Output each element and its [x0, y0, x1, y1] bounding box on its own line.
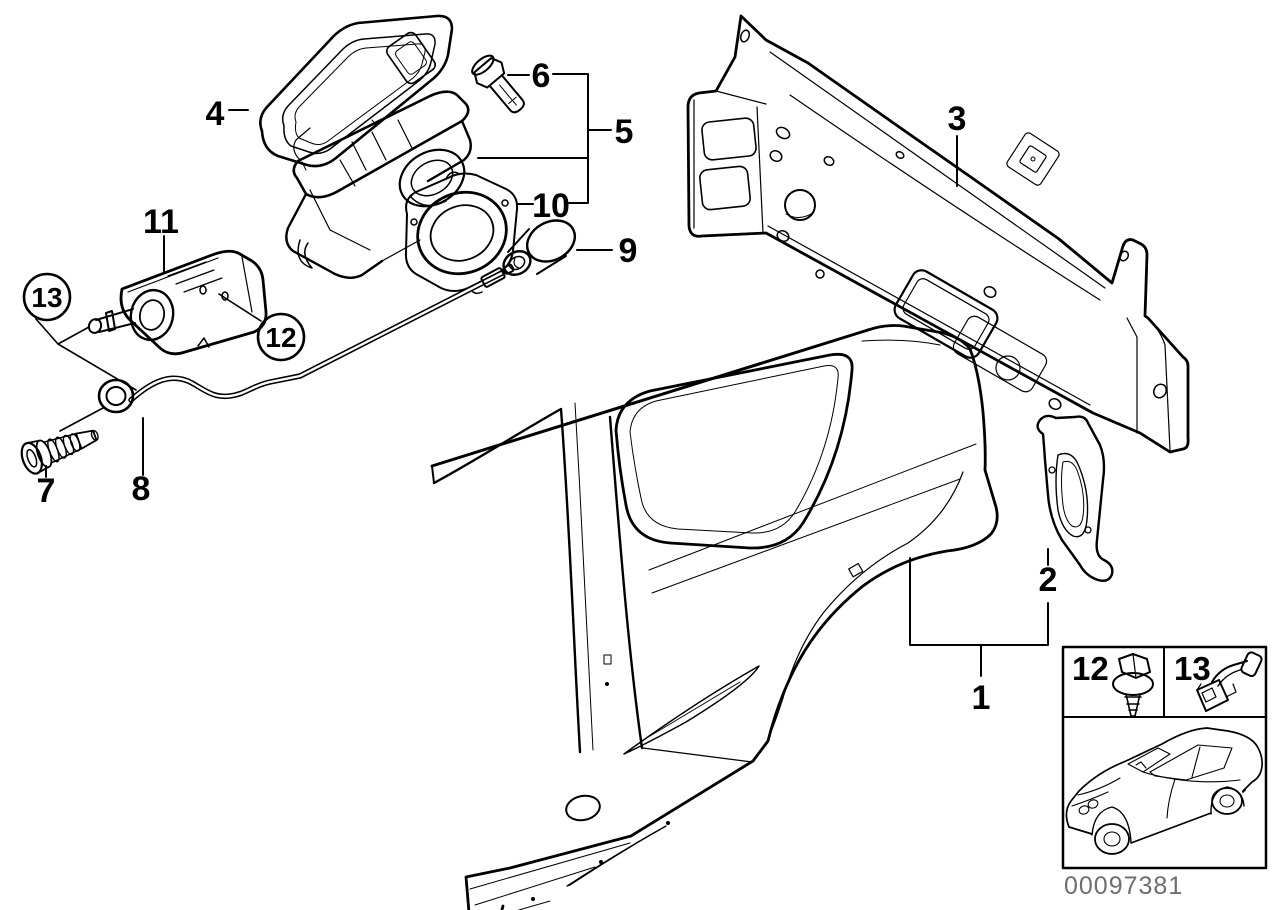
- callout-12-circled[interactable]: 12: [256, 312, 306, 362]
- legend-item-12[interactable]: 12: [1072, 650, 1154, 717]
- part-3-tail-trim-drawing: [686, 14, 1190, 454]
- part-6-pin-drawing: [471, 54, 525, 114]
- legend-label-13: 13: [1174, 650, 1211, 687]
- callout-8[interactable]: 8: [132, 470, 151, 508]
- callout-13-label: 13: [31, 282, 62, 313]
- part-1-quarter-panel-drawing: [430, 324, 999, 910]
- callout-6[interactable]: 6: [532, 57, 551, 95]
- callout-5[interactable]: 5: [615, 113, 634, 151]
- callout-13-circled[interactable]: 13: [22, 272, 72, 322]
- part-11-actuator-drawing: [87, 249, 268, 356]
- part-8-grommet-cable-drawing: [97, 263, 515, 414]
- cable-clip-icon: [1196, 651, 1263, 712]
- callout-12-label: 12: [265, 322, 296, 353]
- part-9-plug-drawing: [502, 219, 577, 276]
- callout-9[interactable]: 9: [619, 232, 638, 270]
- callout-2[interactable]: 2: [1039, 561, 1058, 599]
- part-10-gasket-ring-drawing: [404, 171, 519, 295]
- part-5-housing-drawing: [285, 90, 472, 279]
- doc-number: 00097381: [1064, 872, 1183, 900]
- part-2-bracket-drawing: [1036, 414, 1114, 582]
- callout-7[interactable]: 7: [37, 472, 56, 510]
- legend-box: 12 13: [1061, 645, 1268, 870]
- legend-label-12: 12: [1072, 650, 1109, 687]
- callout-1[interactable]: 1: [972, 679, 991, 717]
- hex-screw-icon: [1112, 653, 1154, 717]
- part-7-screw-drawing: [20, 429, 99, 475]
- callout-leader-lines: [35, 73, 1049, 677]
- car-three-quarter-icon: [1065, 727, 1263, 855]
- part-4-seal-drawing: [259, 14, 454, 171]
- callout-4[interactable]: 4: [206, 95, 225, 133]
- callout-10[interactable]: 10: [532, 187, 570, 225]
- legend-item-13[interactable]: 13: [1174, 650, 1263, 712]
- callout-3[interactable]: 3: [948, 100, 967, 138]
- callout-11[interactable]: 11: [143, 203, 179, 241]
